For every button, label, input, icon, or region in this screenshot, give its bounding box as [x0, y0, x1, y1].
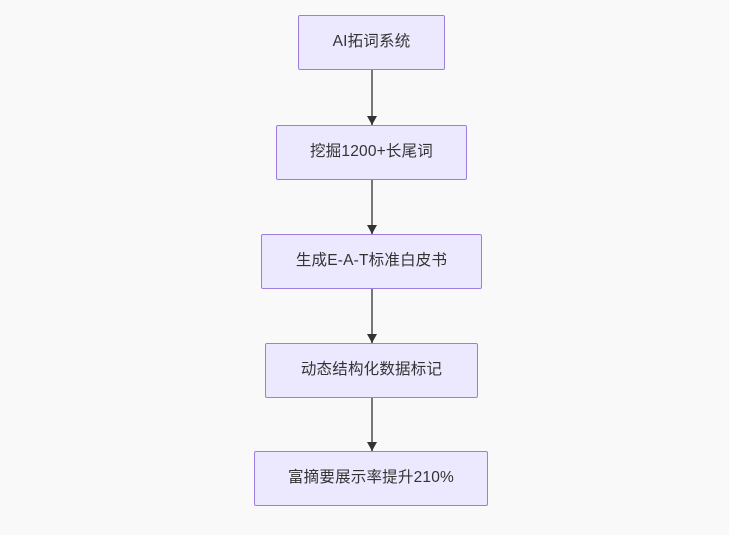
- edge-line: [371, 398, 373, 451]
- flow-node-dynamic-structured-data[interactable]: 动态结构化数据标记: [265, 343, 478, 398]
- flow-edge-2-to-3: [367, 180, 377, 234]
- edge-line: [371, 180, 373, 234]
- arrow-down-icon: [367, 225, 377, 234]
- edge-line: [371, 289, 373, 343]
- arrow-down-icon: [367, 116, 377, 125]
- edge-line: [371, 70, 373, 125]
- flow-node-generate-eat-whitepaper[interactable]: 生成E-A-T标准白皮书: [261, 234, 482, 289]
- flow-edge-4-to-5: [367, 398, 377, 451]
- flow-node-label: 富摘要展示率提升210%: [287, 469, 455, 487]
- flow-edge-1-to-2: [367, 70, 377, 125]
- flow-node-ai-keyword-system[interactable]: AI拓词系统: [298, 15, 445, 70]
- arrow-down-icon: [367, 334, 377, 343]
- flow-node-label: 动态结构化数据标记: [300, 361, 443, 379]
- flow-node-mine-longtail-keywords[interactable]: 挖掘1200+长尾词: [276, 125, 467, 180]
- flow-edge-3-to-4: [367, 289, 377, 343]
- flow-node-label: 挖掘1200+长尾词: [309, 143, 434, 161]
- flow-node-label: 生成E-A-T标准白皮书: [295, 252, 448, 270]
- flow-node-label: AI拓词系统: [332, 33, 411, 51]
- flow-node-rich-snippet-uplift[interactable]: 富摘要展示率提升210%: [254, 451, 488, 506]
- arrow-down-icon: [367, 442, 377, 451]
